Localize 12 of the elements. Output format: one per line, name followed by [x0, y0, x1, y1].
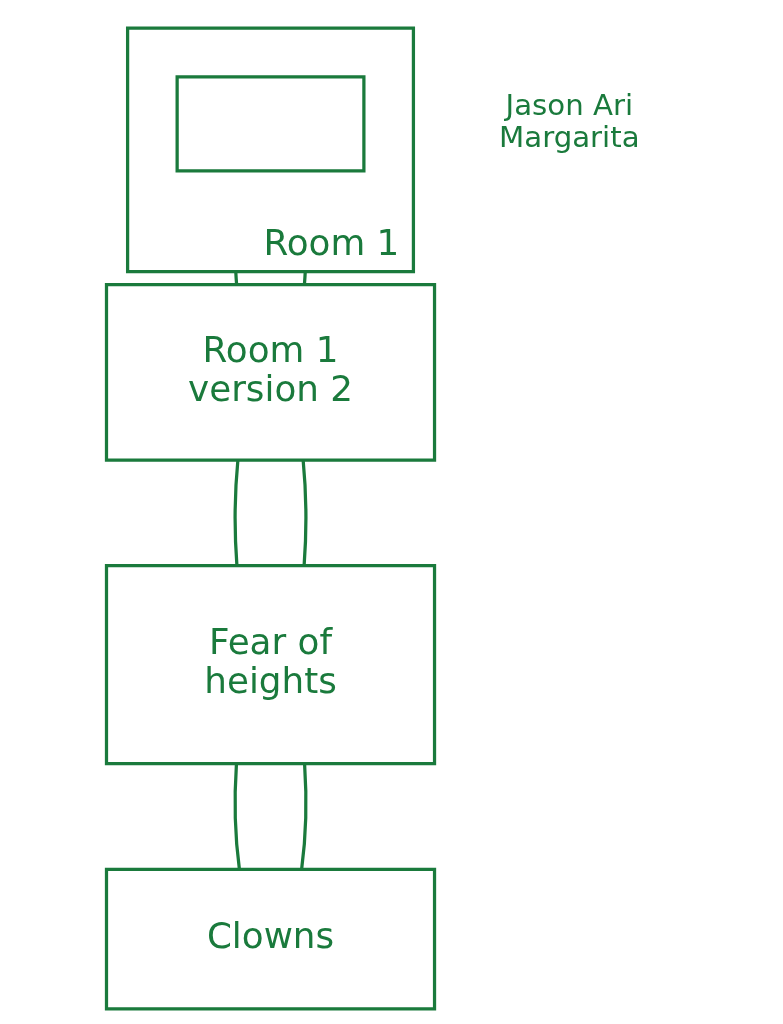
connector: [233, 764, 241, 870]
connector: [233, 460, 240, 566]
connector: [300, 764, 308, 870]
node-box: Room 1 version 2: [104, 283, 437, 462]
label: Jason Ari Margarita: [499, 87, 640, 155]
connector: [234, 271, 239, 285]
node-box: Fear of heights: [104, 563, 437, 766]
connector: [302, 271, 307, 285]
node-box: Clowns: [104, 867, 437, 1011]
cluster: Room 1: [126, 26, 416, 274]
connector: [301, 460, 308, 566]
node-box: [175, 75, 366, 173]
